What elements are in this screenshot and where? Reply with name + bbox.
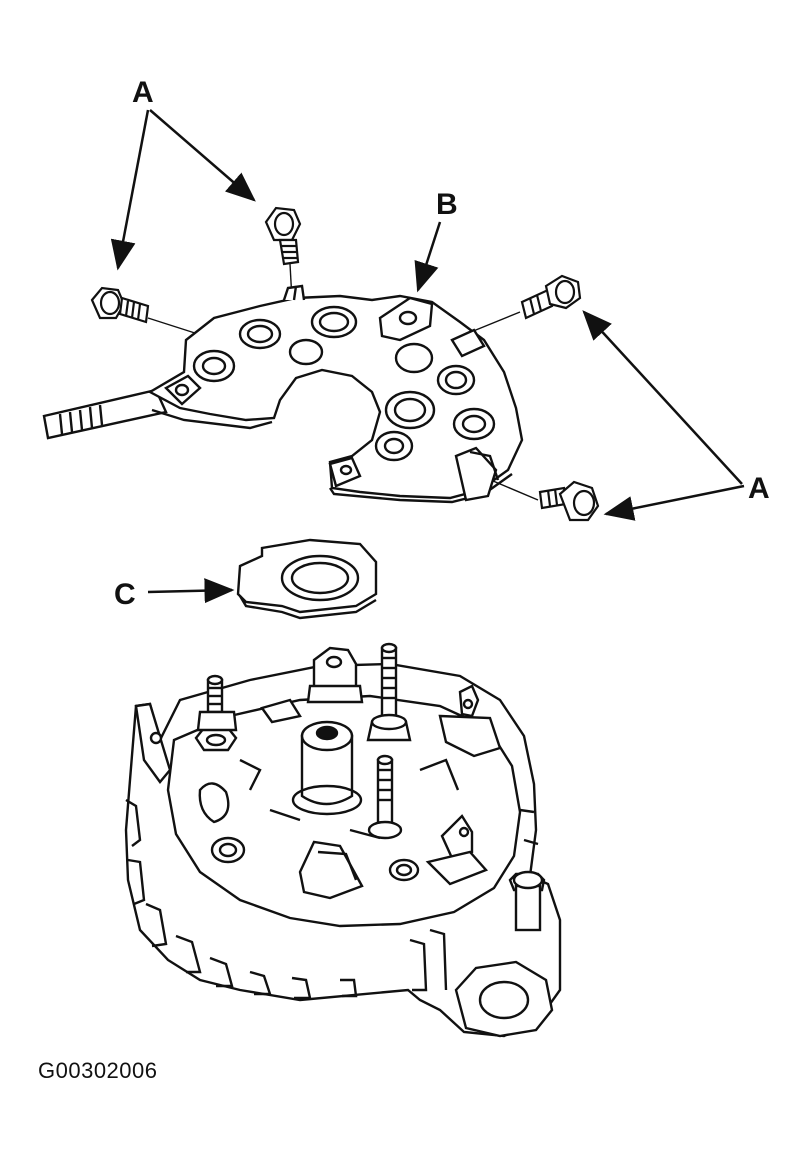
arrow-a-to-right-upper-bolt bbox=[582, 310, 743, 485]
stud-left bbox=[194, 674, 238, 752]
arrow-b-to-rectifier bbox=[414, 221, 442, 293]
callout-c: C bbox=[114, 578, 136, 611]
diode-hole bbox=[394, 342, 434, 374]
rectifier-assembly bbox=[42, 284, 524, 504]
diode-hole bbox=[288, 338, 324, 366]
leader-arrows bbox=[110, 109, 745, 604]
alternator-housing bbox=[124, 642, 562, 1038]
bolt-right-upper bbox=[520, 274, 582, 320]
rectifier-plate bbox=[147, 294, 524, 500]
bolt-right-lower bbox=[538, 480, 600, 522]
arrow-a-to-right-lower-bolt bbox=[603, 484, 745, 521]
callout-b: B bbox=[436, 188, 458, 221]
figure-id: G00302006 bbox=[38, 1058, 158, 1083]
mounting-boss-hole bbox=[478, 980, 530, 1020]
arrow-c-to-insulator bbox=[147, 578, 235, 604]
stud-center-lower bbox=[367, 754, 403, 840]
arrow-a-to-top-bolt bbox=[149, 109, 256, 202]
terminal-stud bbox=[42, 388, 168, 440]
insulator-washer bbox=[236, 538, 378, 620]
bolt-top bbox=[264, 206, 302, 266]
stud-center-right bbox=[366, 642, 412, 742]
bolt-left bbox=[90, 286, 150, 324]
callout-a-right: A bbox=[748, 472, 770, 505]
terminal-block bbox=[306, 646, 364, 704]
arrow-a-to-left-bolt bbox=[110, 109, 150, 271]
callout-a-top: A bbox=[132, 76, 154, 109]
